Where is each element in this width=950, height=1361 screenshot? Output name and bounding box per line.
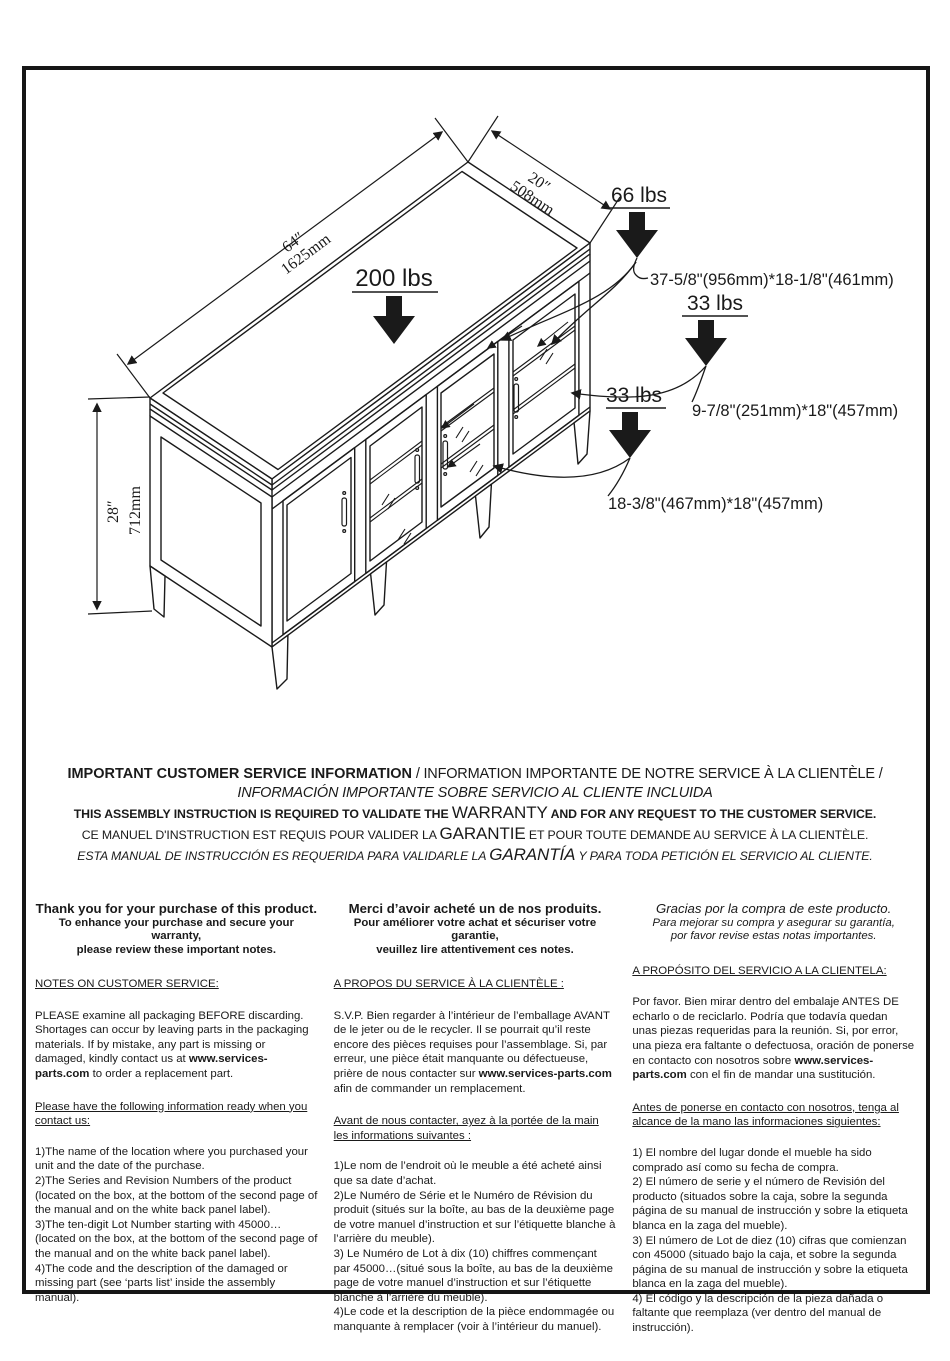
column-french: Merci d’avoir acheté un de nos produits.… bbox=[333, 901, 617, 1336]
load-label-center-shelf: 33 lbs bbox=[606, 384, 666, 458]
compartment-dim-right: 9-7/8"(251mm)*18"(457mm) bbox=[692, 402, 898, 420]
info-list: 1) El nombre del lugar donde el mueble h… bbox=[632, 1146, 915, 1336]
notice-line-1: IMPORTANT CUSTOMER SERVICE INFORMATION /… bbox=[67, 766, 883, 782]
compartment-dim-center: 18-3/8"(467mm)*18"(457mm) bbox=[608, 495, 823, 513]
svg-text:33 lbs: 33 lbs bbox=[606, 384, 662, 407]
down-arrow-icon bbox=[609, 412, 651, 458]
list-item: 3) El número de Lot de diez (10) cifras … bbox=[632, 1234, 908, 1291]
compartment-dim-open: 37-5/8"(956mm)*18-1/8"(461mm) bbox=[650, 271, 894, 289]
section-title: NOTES ON CUSTOMER SERVICE: bbox=[35, 978, 219, 991]
notice-line-4: CE MANUEL D'INSTRUCTION EST REQUIS POUR … bbox=[81, 824, 869, 843]
column-english: Thank you for your purchase of this prod… bbox=[35, 901, 318, 1336]
svg-text:712mm: 712mm bbox=[127, 486, 144, 535]
svg-text:28″: 28″ bbox=[105, 500, 122, 523]
info-list: 1)The name of the location where you pur… bbox=[35, 1145, 318, 1306]
list-item: 2)Le Numéro de Série et le Numéro de Rév… bbox=[333, 1189, 616, 1246]
down-arrow-icon bbox=[373, 296, 415, 344]
section-title: A PROPÓSITO DEL SERVICIO A LA CLIENTELA: bbox=[632, 964, 887, 977]
list-item: 4)Le code et la description de la pièce … bbox=[333, 1306, 615, 1333]
column-spanish: Gracias por la compra de este producto. … bbox=[632, 901, 915, 1336]
legs bbox=[149, 410, 591, 690]
service-parts-url: www.services-parts.com bbox=[632, 1054, 874, 1082]
load-label-top: 200 lbs bbox=[352, 265, 438, 344]
list-item: 2) El número de serie y el número de Rev… bbox=[632, 1176, 908, 1232]
section-title: A PROPOS DU SERVICE À LA CLIENTÈLE : bbox=[333, 978, 564, 991]
list-item: 3) Le Numéro de Lot à dix (10) chiffres … bbox=[333, 1248, 613, 1304]
column-heading: Thank you for your purchase of this prod… bbox=[35, 901, 317, 956]
list-item: 3)The ten-digit Lot Number starting with… bbox=[35, 1218, 318, 1260]
page-border-frame bbox=[22, 66, 930, 1294]
tv-stand-drawing bbox=[149, 161, 591, 690]
notice-line-2: INFORMACIÓN IMPORTANTE SOBRE SERVICIO AL… bbox=[237, 785, 713, 801]
down-arrow-icon bbox=[685, 320, 727, 366]
important-notice: IMPORTANT CUSTOMER SERVICE INFORMATION /… bbox=[30, 765, 920, 866]
list-item: 2)The Series and Revision Numbers of the… bbox=[35, 1175, 318, 1217]
load-label-right-shelf: 33 lbs bbox=[682, 292, 748, 366]
info-list: 1)Le nom de l’endroit où le meuble a été… bbox=[334, 1159, 617, 1334]
section-title: Avant de nous contacter, ayez à la porté… bbox=[333, 1115, 599, 1142]
service-parts-url: www.services-parts.com bbox=[478, 1068, 612, 1081]
list-item: 4)The code and the description of the da… bbox=[35, 1262, 288, 1304]
svg-text:66 lbs: 66 lbs bbox=[611, 184, 667, 207]
list-item: 1)Le nom de l’endroit où le meuble a été… bbox=[333, 1160, 602, 1188]
service-paragraph: PLEASE examine all packaging BEFORE disc… bbox=[35, 1009, 309, 1081]
assembly-diagram: 64″ 1625mm 20″ 508mm 28″ 712mm 200 lbs 6… bbox=[87, 115, 898, 690]
section-title: Please have the following information re… bbox=[35, 1100, 308, 1128]
down-arrow-icon bbox=[616, 212, 658, 258]
door-handles bbox=[341, 377, 520, 533]
glass-marks bbox=[381, 348, 554, 545]
notice-line-5: ESTA MANUAL DE INSTRUCCIÓN ES REQUERIDA … bbox=[77, 845, 873, 864]
column-heading: Merci d’avoir acheté un de nos produits.… bbox=[348, 901, 602, 956]
leader-lines bbox=[440, 257, 707, 497]
list-item: 4) El código y la descripción de la piez… bbox=[632, 1292, 884, 1335]
notice-line-3: THIS ASSEMBLY INSTRUCTION IS REQUIRED TO… bbox=[73, 803, 877, 822]
list-item: 1)The name of the location where you pur… bbox=[35, 1145, 308, 1173]
dimension-lines bbox=[87, 115, 621, 615]
shelf-pointer-arrows bbox=[440, 321, 569, 468]
svg-text:200 lbs: 200 lbs bbox=[355, 265, 432, 292]
service-columns: Thank you for your purchase of this prod… bbox=[35, 901, 915, 1336]
section-title: Antes de ponerse en contacto con nosotro… bbox=[632, 1101, 899, 1129]
service-paragraph: S.V.P. Bien regarder à l’intérieur de l’… bbox=[333, 1009, 612, 1095]
column-heading: Gracias por la compra de este producto. … bbox=[652, 901, 895, 943]
load-label-open-shelf: 66 lbs bbox=[606, 184, 670, 258]
service-parts-url: www.services-parts.com bbox=[35, 1053, 268, 1081]
svg-text:33 lbs: 33 lbs bbox=[687, 292, 743, 315]
service-paragraph: Por favor. Bien mirar dentro del embalaj… bbox=[632, 996, 915, 1082]
list-item: 1) El nombre del lugar donde el mueble h… bbox=[632, 1146, 872, 1174]
dim-28-label: 28″ 712mm bbox=[105, 486, 144, 535]
